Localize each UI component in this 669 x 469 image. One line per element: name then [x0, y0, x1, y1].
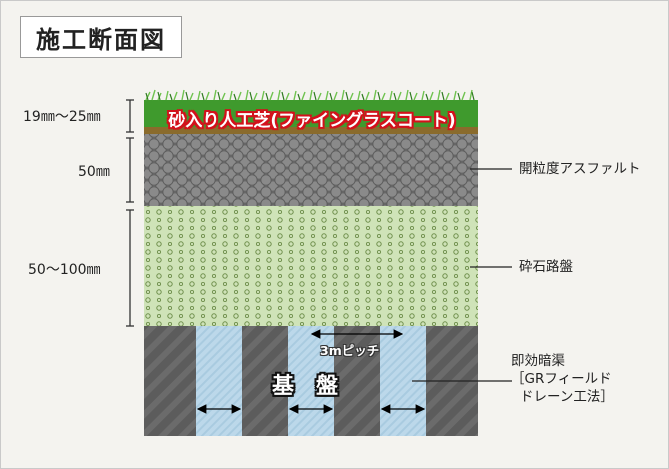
base-label: 基盤	[272, 374, 361, 399]
crushed-stone-thickness-label: 50～100㎜	[28, 262, 101, 278]
drain-label-line-3: ドレーン工法］	[520, 389, 614, 405]
page-title: 施工断面図	[20, 16, 182, 58]
pitch-label: 3mピッチ	[320, 343, 380, 358]
turf-thickness-label: 19㎜～25㎜	[23, 109, 101, 125]
asphalt-thickness-label: 50㎜	[78, 164, 110, 180]
drain-label-line-2: ［GRフィールド	[511, 371, 612, 387]
turf-layer	[144, 89, 478, 134]
drain-channel	[288, 326, 334, 436]
asphalt-layer	[144, 134, 478, 206]
crushed-stone-layer-label: 砕石路盤	[519, 259, 573, 275]
dimension-brackets	[126, 99, 134, 327]
leader-lines	[412, 168, 512, 382]
drain-label-line-1: 即効暗渠	[511, 353, 565, 369]
drain-channel	[196, 326, 242, 436]
crushed-stone-layer	[144, 206, 478, 326]
drain-label: 即効暗渠 ［GRフィールド ドレーン工法］	[511, 352, 614, 406]
turf-label: 砂入り人工芝(ファイングラスコート)	[168, 110, 456, 131]
asphalt-layer-label: 開粒度アスファルト	[519, 161, 641, 177]
